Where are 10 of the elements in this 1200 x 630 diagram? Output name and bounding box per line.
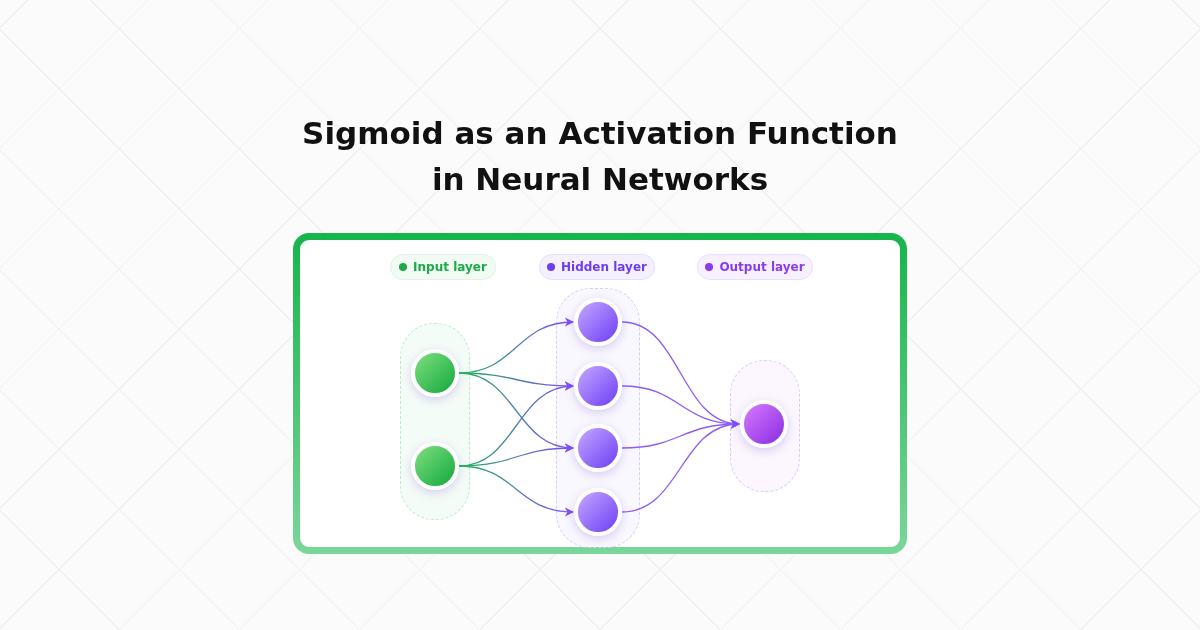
arrow — [458, 465, 574, 516]
arrow — [621, 420, 740, 513]
layer-label: Input layer — [413, 260, 487, 274]
layer-pill — [539, 254, 655, 280]
layer-label: Output layer — [719, 260, 805, 274]
layer-pill — [390, 254, 496, 280]
group-box — [556, 288, 640, 548]
layer-pill — [697, 254, 813, 280]
title: Sigmoid as an Activation Function in Neural Networks — [301, 114, 899, 199]
layer-label: Hidden layer — [561, 260, 647, 274]
